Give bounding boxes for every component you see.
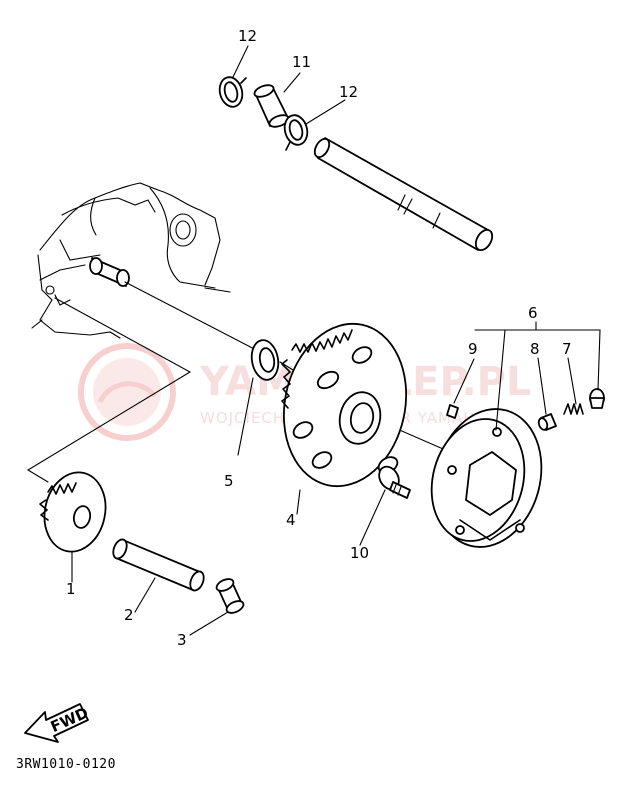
callout-1: 1	[66, 580, 76, 598]
large-gear-part	[281, 322, 408, 488]
washer-part	[250, 339, 280, 381]
clutch-housing-part	[430, 408, 543, 548]
bushing-part	[215, 578, 245, 614]
leader-lines	[71, 45, 601, 636]
callout-6: 6	[528, 304, 538, 322]
callout-11: 11	[292, 53, 311, 71]
callout-numbers: 12 11 12 6 9 8 7 5 4 10 1 2 3	[66, 27, 572, 649]
callout-7: 7	[562, 340, 572, 358]
fwd-arrow-icon: FWD	[24, 703, 91, 743]
collar-part	[253, 84, 290, 128]
roller-part	[446, 404, 459, 419]
callout-3: 3	[177, 631, 187, 649]
pin-part	[112, 538, 205, 592]
shaft-part	[313, 137, 494, 252]
catalog-code: 3RW1010-0120	[16, 757, 116, 772]
callout-10: 10	[350, 544, 369, 562]
callout-12a: 12	[238, 27, 257, 45]
small-gear-part	[39, 471, 107, 553]
circlip-part-second	[283, 114, 309, 151]
plug-part	[589, 388, 605, 409]
spring-part	[563, 403, 584, 415]
callout-5: 5	[224, 472, 234, 490]
bolt-part	[378, 465, 411, 499]
watermark-logo-icon	[78, 343, 176, 441]
callout-4: 4	[286, 511, 296, 529]
callout-8: 8	[530, 340, 540, 358]
crankcase-outline	[31, 182, 221, 339]
callout-9: 9	[468, 340, 478, 358]
callout-2: 2	[124, 606, 134, 624]
spring-cap-part	[537, 413, 557, 431]
callout-12b: 12	[339, 83, 358, 101]
circlip-part	[218, 76, 247, 108]
